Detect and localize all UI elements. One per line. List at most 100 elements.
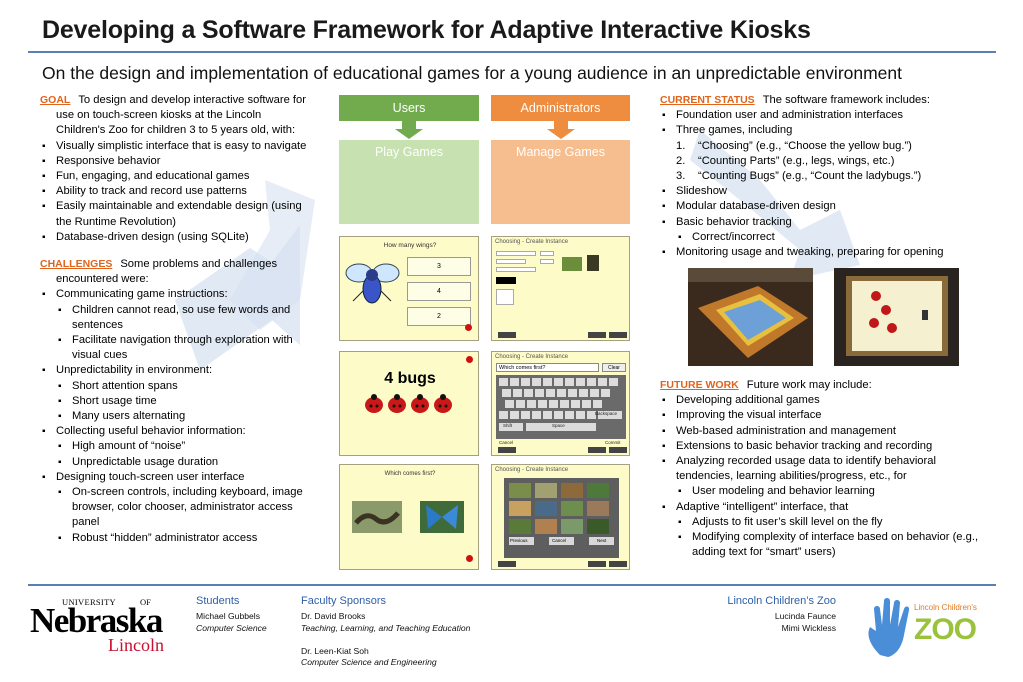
fly-image bbox=[345, 263, 400, 304]
list-item: Database-driven design (using SQLite) bbox=[40, 230, 312, 245]
zoo-contact-name: Mimi Wickless bbox=[781, 623, 836, 633]
next-button[interactable]: Next bbox=[597, 538, 607, 543]
space-key[interactable]: Space bbox=[552, 423, 565, 428]
screen-title: Choosing - Create Instance bbox=[495, 239, 569, 245]
back-button[interactable] bbox=[498, 332, 516, 338]
list-item: Analyzing recorded usage data to identif… bbox=[660, 454, 996, 500]
list-item: Visually simplistic interface that is ea… bbox=[40, 139, 312, 154]
student-name: Michael Gubbels bbox=[196, 611, 261, 621]
commit-key[interactable]: Commit bbox=[605, 440, 621, 445]
sponsor-name: Dr. David Brooks bbox=[301, 611, 366, 621]
list-item: Foundation user and administration inter… bbox=[660, 108, 996, 123]
list-subitem: Unpredictable usage duration bbox=[56, 455, 312, 470]
backspace-key[interactable]: Backspace bbox=[595, 411, 618, 416]
list-item: Modular database-driven design bbox=[660, 199, 996, 214]
list-item: Fun, engaging, and educational games bbox=[40, 169, 312, 184]
wings-question: How many wings? bbox=[383, 242, 437, 249]
list-subitem: Modifying complexity of interface based … bbox=[676, 530, 996, 560]
zoo-logo-subtext: Lincoln Children's bbox=[914, 603, 977, 612]
answer-option[interactable]: 2 bbox=[407, 307, 471, 326]
current-status-heading: CURRENT STATUS bbox=[660, 94, 755, 106]
sponsors-heading: Faculty Sponsors bbox=[301, 595, 386, 607]
unl-logo: UNIVERSITY OF Nebraska Lincoln bbox=[30, 597, 170, 657]
back-button[interactable] bbox=[498, 447, 516, 453]
cancel-button[interactable] bbox=[609, 561, 627, 567]
cancel-button[interactable] bbox=[609, 447, 627, 453]
save-button[interactable] bbox=[588, 561, 606, 567]
future-work-lead: Future work may include: bbox=[746, 379, 872, 391]
challenges-list: Communicating game instructions: Childre… bbox=[40, 287, 312, 546]
poster-subtitle: On the design and implementation of educ… bbox=[42, 63, 903, 83]
list-item: Improving the visual interface bbox=[660, 408, 996, 423]
current-status-lead: The software framework includes: bbox=[762, 94, 930, 106]
answer-option[interactable]: 3 bbox=[407, 257, 471, 276]
list-subitem: Children cannot read, so use few words a… bbox=[56, 303, 312, 333]
list-subitem: Many users alternating bbox=[56, 409, 312, 424]
goal-lead: To design and develop interactive softwa… bbox=[56, 94, 306, 137]
save-button[interactable] bbox=[588, 332, 606, 338]
image-browser-panel bbox=[504, 478, 619, 558]
list-item: Ability to track and record use patterns bbox=[40, 184, 312, 199]
stop-icon[interactable] bbox=[466, 356, 473, 363]
list-subitem: Correct/incorrect bbox=[676, 230, 996, 245]
answer-option[interactable]: 4 bbox=[407, 282, 471, 301]
sponsor-name: Dr. Leen-Kiat Soh bbox=[301, 646, 369, 656]
list-subitem: Adjusts to fit user’s skill level on the… bbox=[676, 515, 996, 530]
zoo-logo: Lincoln Children's ZOO bbox=[862, 595, 1002, 657]
title-divider bbox=[28, 51, 996, 53]
cancel-key[interactable]: Cancel bbox=[499, 440, 514, 445]
screenshot-onscreen-keyboard: Choosing - Create Instance Which comes f… bbox=[491, 351, 630, 456]
list-item: Developing additional games bbox=[660, 393, 996, 408]
zoo-contact-name: Lucinda Faunce bbox=[774, 611, 836, 621]
image-thumbnails[interactable] bbox=[504, 478, 619, 558]
kiosk-photo bbox=[688, 268, 813, 366]
bugs-count-label: 4 bugs bbox=[384, 370, 436, 387]
list-item: Responsive behavior bbox=[40, 154, 312, 169]
previous-button[interactable]: Previous bbox=[510, 538, 528, 543]
shift-key[interactable]: Shift bbox=[503, 423, 513, 428]
list-subitem: On-screen controls, including keyboard, … bbox=[56, 485, 312, 531]
goal-heading: GOAL bbox=[40, 94, 71, 106]
users-box: Users bbox=[339, 95, 479, 121]
stop-icon[interactable] bbox=[465, 324, 472, 331]
screen-title: Choosing - Create Instance bbox=[495, 354, 569, 360]
zoo-logo-text: ZOO bbox=[914, 613, 977, 646]
list-subitem: User modeling and behavior learning bbox=[676, 484, 996, 499]
list-item: Designing touch-screen user interface On… bbox=[40, 470, 312, 546]
sponsor-department: Computer Science and Engineering bbox=[301, 657, 437, 667]
list-subitem: Robust “hidden” administrator access bbox=[56, 531, 312, 546]
stop-icon[interactable] bbox=[466, 555, 473, 562]
unl-of-text: OF bbox=[140, 597, 151, 607]
image-cancel-button[interactable]: Cancel bbox=[552, 538, 567, 543]
unl-nebraska-text: Nebraska bbox=[30, 601, 163, 640]
list-item: Communicating game instructions: Childre… bbox=[40, 287, 312, 363]
keyboard-text-field[interactable]: Which comes first? bbox=[496, 363, 599, 372]
list-item: Extensions to basic behavior tracking an… bbox=[660, 439, 996, 454]
list-item: 3.“Counting Bugs” (e.g., “Count the lady… bbox=[676, 170, 922, 183]
goal-list: Visually simplistic interface that is ea… bbox=[40, 139, 312, 246]
student-department: Computer Science bbox=[196, 623, 267, 633]
list-subitem: Facilitate navigation through exploratio… bbox=[56, 333, 312, 363]
footer-divider bbox=[28, 584, 996, 586]
play-games-label: Play Games bbox=[374, 145, 444, 159]
back-button[interactable] bbox=[498, 561, 516, 567]
manage-games-panel bbox=[491, 140, 630, 224]
keyboard-keys[interactable] bbox=[496, 375, 626, 439]
list-item: 2.“Counting Parts” (e.g., legs, wings, e… bbox=[676, 154, 895, 167]
list-subitem: Short usage time bbox=[56, 394, 312, 409]
cancel-button[interactable] bbox=[609, 332, 627, 338]
which-first-question: Which comes first? bbox=[384, 471, 436, 477]
flow-arrows bbox=[395, 121, 575, 139]
hand-icon bbox=[868, 598, 910, 657]
screen-title: Choosing - Create Instance bbox=[495, 467, 569, 473]
caterpillar-image bbox=[352, 501, 402, 533]
poster-title: Developing a Software Framework for Adap… bbox=[42, 16, 811, 44]
save-button[interactable] bbox=[588, 447, 606, 453]
screenshot-create-instance-form: Choosing - Create Instance bbox=[491, 236, 630, 341]
clear-button[interactable]: Clear bbox=[602, 363, 626, 372]
unl-university-text: UNIVERSITY bbox=[62, 597, 116, 607]
